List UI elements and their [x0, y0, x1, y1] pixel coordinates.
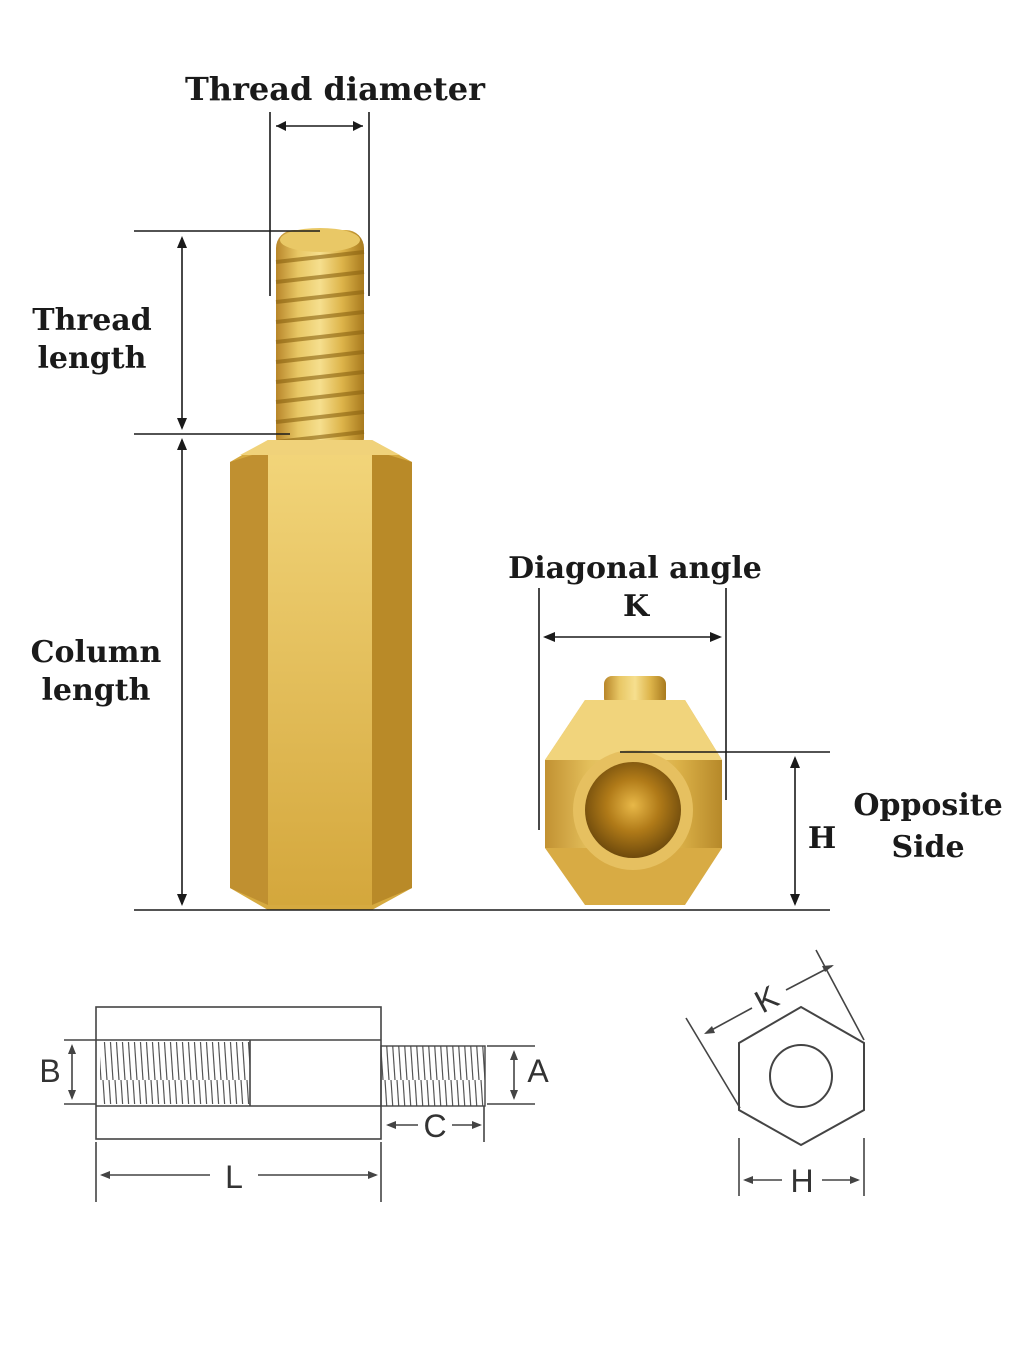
label-diagonal-angle: Diagonal angle [508, 551, 762, 586]
label-l: L [225, 1159, 243, 1195]
schematic-side-view: B A C L [39, 1006, 549, 1202]
label-h: H [790, 1163, 813, 1199]
label-b: B [39, 1053, 60, 1089]
label-k-top: K [623, 589, 650, 624]
label-thread-length-1: Thread [32, 303, 151, 338]
label-a: A [527, 1053, 549, 1089]
schematic-hex-view: K H [685, 949, 865, 1199]
label-column-length-1: Column [31, 635, 162, 670]
labels-photo: Thread diameter Thread length Column len… [31, 70, 1003, 865]
label-column-length-2: length [42, 673, 151, 708]
label-c: C [423, 1108, 446, 1144]
label-thread-diameter: Thread diameter [185, 70, 486, 108]
label-thread-length-2: length [38, 341, 147, 376]
label-opposite-2: Side [891, 830, 964, 865]
dimension-lines-photo [134, 112, 830, 911]
standoff-large [230, 228, 412, 910]
label-h-side: H [808, 821, 836, 856]
standoff-small [545, 676, 722, 905]
label-k: K [749, 978, 785, 1020]
label-opposite-1: Opposite [853, 788, 1002, 823]
